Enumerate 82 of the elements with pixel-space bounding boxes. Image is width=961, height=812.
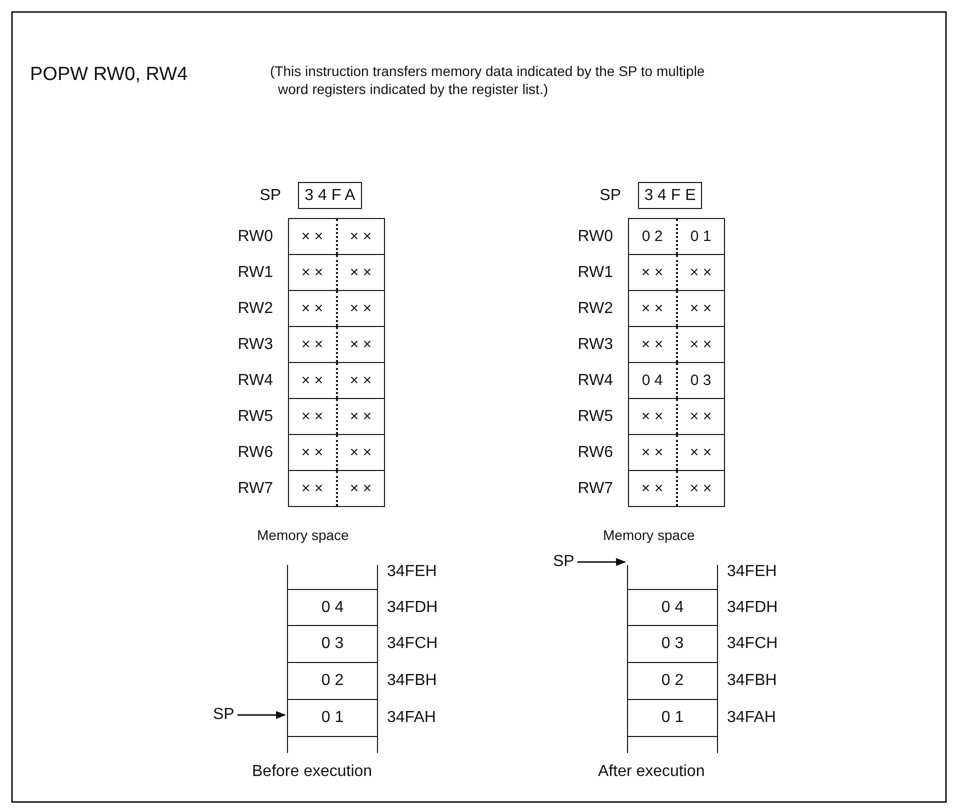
register-value: 3 4 F A [304, 186, 356, 206]
register-name: RW7 [238, 480, 273, 498]
address-label: 34FDH [387, 598, 438, 616]
memory-cell [627, 737, 718, 753]
state-caption: After execution [598, 763, 705, 781]
register-name: RW0 [578, 228, 613, 246]
memory-cell [287, 737, 378, 753]
byte-value: 0 4 [661, 598, 684, 616]
byte-value: 0 1 [661, 709, 684, 727]
byte-value: × × [336, 399, 384, 434]
byte-value: × × [640, 335, 664, 355]
register-name: RW5 [578, 408, 613, 426]
byte-value: × × [676, 471, 724, 506]
section-heading: Memory space [257, 527, 349, 543]
register-name: RW3 [238, 336, 273, 354]
register-name: RW1 [238, 264, 273, 282]
byte-value: 0 3 [321, 635, 344, 653]
byte-value: × × [676, 255, 724, 290]
byte-value: × × [300, 443, 324, 463]
address-label: 34FCH [387, 635, 438, 653]
register-name: RW6 [238, 444, 273, 462]
byte-value: 0 2 [661, 672, 684, 690]
address-label: 34FEH [387, 563, 437, 581]
register-name: RW3 [578, 336, 613, 354]
register-name: SP [260, 186, 281, 204]
instruction-note: (This instruction transfers memory data indicated by the SP to multiple word registers indicated by the register list.) [270, 62, 706, 98]
byte-value: × × [336, 327, 384, 362]
byte-value: × × [300, 479, 324, 499]
byte-value: × × [300, 263, 324, 283]
pointer-label: SP [553, 553, 574, 571]
address-label: 34FEH [727, 563, 777, 581]
byte-value: × × [676, 435, 724, 470]
byte-value: × × [300, 371, 324, 391]
byte-value: × × [676, 399, 724, 434]
section-heading: Memory space [603, 527, 695, 543]
address-label: 34FAH [727, 709, 776, 727]
register-name: RW5 [238, 408, 273, 426]
byte-value: × × [640, 407, 664, 427]
pointer-label: SP [213, 706, 234, 724]
byte-value: 0 1 [676, 219, 724, 254]
byte-value: × × [300, 407, 324, 427]
byte-value: × × [336, 291, 384, 326]
register-value: 3 4 F E [643, 186, 697, 206]
byte-value: × × [640, 479, 664, 499]
byte-value: × × [640, 443, 664, 463]
byte-value: × × [336, 219, 384, 254]
byte-value: × × [676, 291, 724, 326]
register-name: RW6 [578, 444, 613, 462]
register-name: RW7 [578, 480, 613, 498]
register-name: RW2 [578, 300, 613, 318]
register-name: RW4 [578, 372, 613, 390]
byte-value: × × [336, 363, 384, 398]
address-label: 34FAH [387, 709, 436, 727]
register-name: SP [600, 186, 621, 204]
pointer-arrow [237, 711, 286, 719]
byte-value: 0 2 [640, 227, 664, 247]
byte-value: × × [336, 435, 384, 470]
byte-value: 0 1 [321, 709, 344, 727]
byte-value: 0 3 [676, 363, 724, 398]
byte-value: 0 3 [661, 635, 684, 653]
register-name: RW1 [578, 264, 613, 282]
byte-value: 0 2 [321, 672, 344, 690]
byte-value: 0 4 [640, 371, 664, 391]
address-label: 34FDH [727, 598, 778, 616]
pointer-arrow [577, 558, 626, 566]
byte-value: × × [676, 327, 724, 362]
register-name: RW2 [238, 300, 273, 318]
address-label: 34FBH [727, 672, 777, 690]
address-label: 34FCH [727, 635, 778, 653]
byte-value: × × [300, 227, 324, 247]
byte-value: × × [336, 471, 384, 506]
instruction-title: POPW RW0, RW4 [30, 64, 188, 86]
byte-value: × × [640, 263, 664, 283]
state-caption: Before execution [252, 763, 372, 781]
byte-value: 0 4 [321, 598, 344, 616]
byte-value: × × [640, 299, 664, 319]
byte-value: × × [336, 255, 384, 290]
byte-value: × × [300, 299, 324, 319]
register-name: RW0 [238, 228, 273, 246]
address-label: 34FBH [387, 672, 437, 690]
register-name: RW4 [238, 372, 273, 390]
byte-value: × × [300, 335, 324, 355]
